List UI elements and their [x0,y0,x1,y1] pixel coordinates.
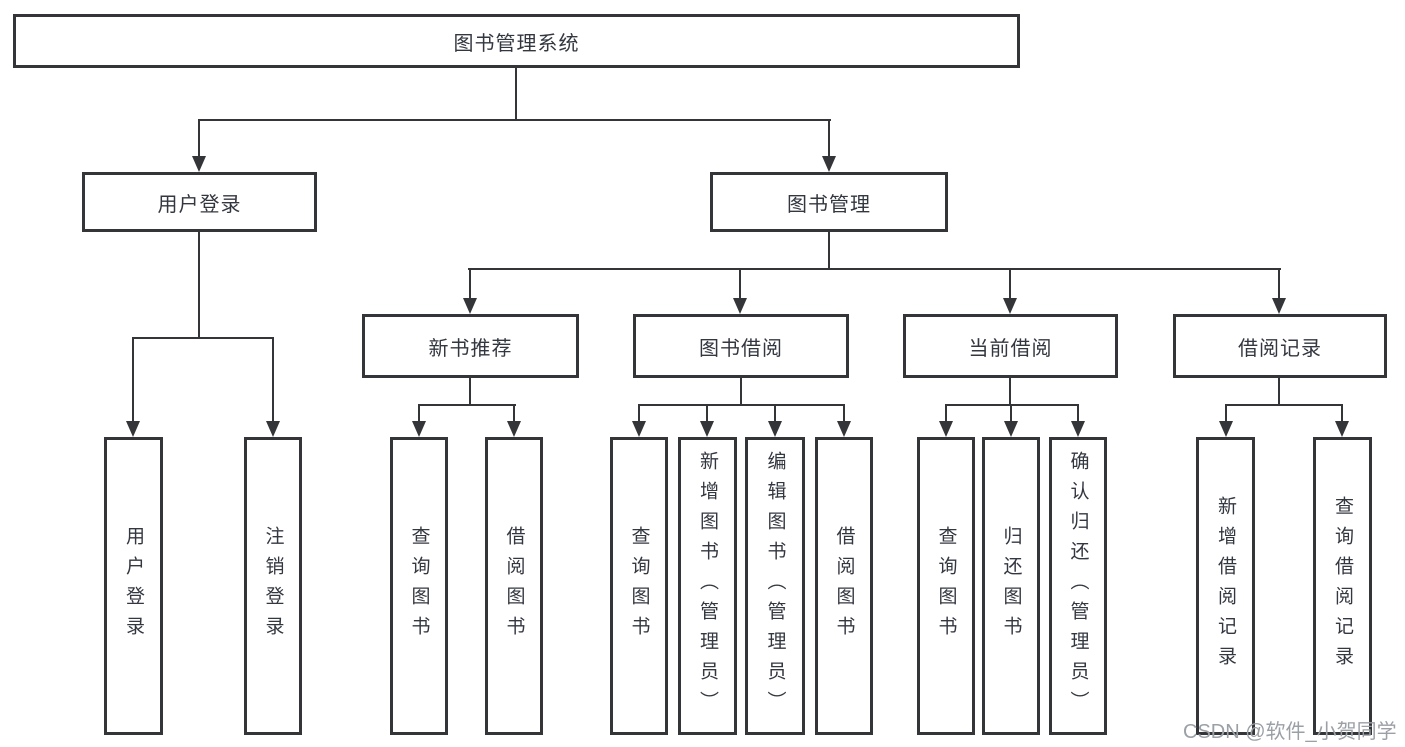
connector-line [1225,404,1343,406]
arrowhead-down-icon [837,421,851,437]
connector-line [198,119,200,157]
csdn-watermark: CSDN @软件_小贺同学 [1183,721,1397,743]
connector-line [1077,404,1079,421]
leaf-confirm-return-admin: 确认归还（管理员） [1049,437,1107,735]
node-book-management: 图书管理 [710,172,948,232]
connector-line [638,404,845,406]
connector-line [468,268,1281,270]
node-label: 图书管理系统 [453,32,580,55]
connector-line [1009,268,1011,299]
connector-line [418,404,516,406]
connector-line [706,404,708,421]
leaf-edit-books-admin: 编辑图书（管理员） [745,437,805,735]
arrowhead-down-icon [1004,421,1018,437]
connector-line [945,404,1079,406]
node-label: 借阅图书 [833,526,855,646]
connector-line [132,337,134,421]
arrowhead-down-icon [1272,298,1286,314]
leaf-add-books-admin: 新增图书（管理员） [678,437,737,735]
leaf-borrow-books-recommend: 借阅图书 [485,437,543,735]
node-book-borrowing: 图书借阅 [633,314,849,378]
arrowhead-down-icon [733,298,747,314]
node-label: 查询图书 [628,526,650,646]
arrowhead-down-icon [126,421,140,437]
arrowhead-down-icon [822,156,836,172]
connector-line [774,404,776,421]
connector-line [1341,404,1343,421]
connector-line [1225,404,1227,421]
leaf-user-login: 用户登录 [104,437,163,735]
node-label: 借阅图书 [503,526,525,646]
node-label: 查询借阅记录 [1332,496,1353,676]
leaf-add-borrow-record: 新增借阅记录 [1196,437,1255,735]
connector-line [272,337,274,421]
connector-line [843,404,845,421]
arrowhead-down-icon [507,421,521,437]
connector-line [198,119,831,121]
node-label: 用户登录 [123,526,144,646]
leaf-borrow-books: 借阅图书 [815,437,873,735]
leaf-query-books-current: 查询图书 [917,437,975,735]
leaf-logout: 注销登录 [244,437,302,735]
node-label: 新增借阅记录 [1215,496,1236,676]
connector-line [418,404,420,421]
node-label: 查询图书 [408,526,430,646]
node-label: 借阅记录 [1238,337,1322,360]
node-label: 图书借阅 [699,337,783,360]
node-label: 图书管理 [787,193,871,216]
connector-line [828,119,830,157]
node-new-book-recommendation: 新书推荐 [362,314,579,378]
arrowhead-down-icon [463,298,477,314]
leaf-query-books-recommend: 查询图书 [390,437,448,735]
arrowhead-down-icon [1335,421,1349,437]
connector-line [1278,268,1280,299]
connector-line [828,232,830,270]
node-label: 用户登录 [157,193,242,216]
arrowhead-down-icon [192,156,206,172]
connector-line [739,268,741,299]
arrowhead-down-icon [632,421,646,437]
connector-line [1009,378,1011,405]
arrowhead-down-icon [412,421,426,437]
arrowhead-down-icon [1219,421,1233,437]
arrowhead-down-icon [939,421,953,437]
node-current-borrowing: 当前借阅 [903,314,1118,378]
node-label: 归还图书 [1000,526,1022,646]
connector-line [638,404,640,421]
connector-line [740,378,742,405]
leaf-query-books-borrow: 查询图书 [610,437,668,735]
arrowhead-down-icon [1003,298,1017,314]
arrowhead-down-icon [266,421,280,437]
connector-line [945,404,947,421]
connector-line [469,378,471,405]
node-label: 编辑图书（管理员） [764,451,786,721]
node-label: 新增图书（管理员） [697,451,718,721]
arrowhead-down-icon [768,421,782,437]
leaf-return-books: 归还图书 [982,437,1040,735]
node-label: 查询图书 [935,526,957,646]
connector-line [515,68,517,120]
connector-line [132,337,274,339]
arrowhead-down-icon [1071,421,1085,437]
connector-line [1278,378,1280,405]
node-user-login: 用户登录 [82,172,317,232]
node-label: 当前借阅 [968,337,1053,360]
node-borrowing-records: 借阅记录 [1173,314,1387,378]
connector-line [469,268,471,299]
leaf-query-borrow-record: 查询借阅记录 [1313,437,1372,735]
connector-line [513,404,515,421]
node-label: 确认归还（管理员） [1067,451,1089,721]
node-label: 注销登录 [262,526,284,646]
arrowhead-down-icon [700,421,714,437]
connector-line [1010,404,1012,421]
node-library-management-system: 图书管理系统 [13,14,1020,68]
connector-line [198,232,200,338]
node-label: 新书推荐 [428,337,513,360]
